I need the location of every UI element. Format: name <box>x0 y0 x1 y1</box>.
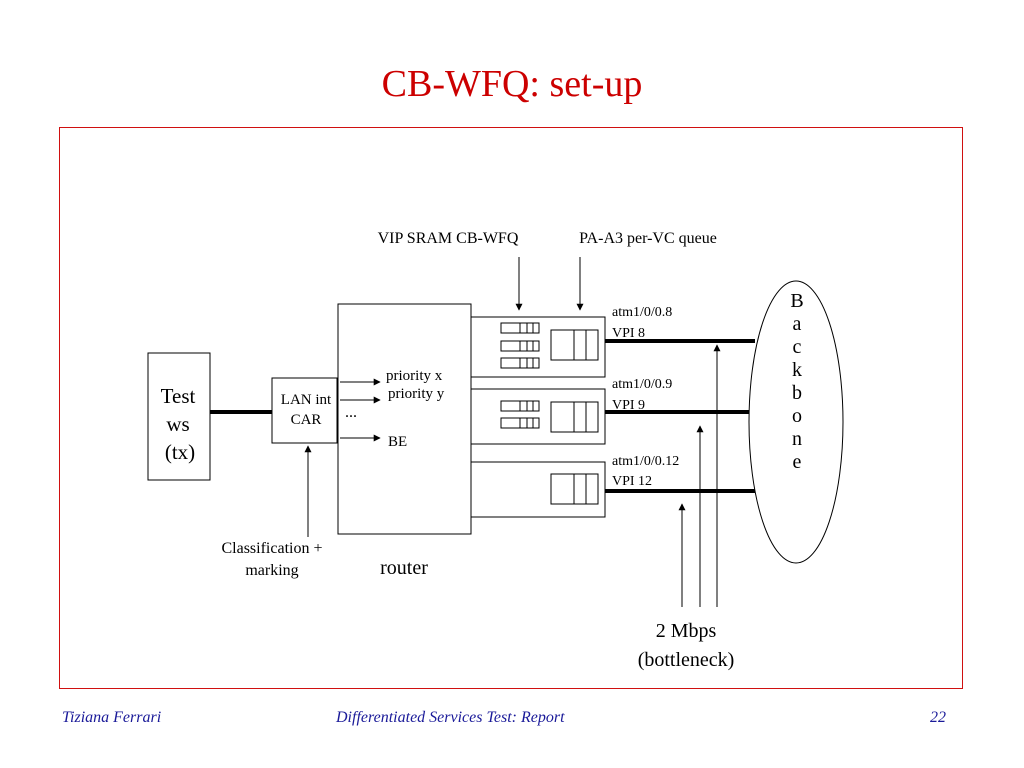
slide-title: CB-WFQ: set-up <box>381 63 643 105</box>
be-label: BE <box>388 434 407 450</box>
footer-report-title: Differentiated Services Test: Report <box>336 709 565 726</box>
footer-author: Tiziana Ferrari <box>62 709 162 726</box>
backbone-letter-6: o <box>792 405 802 427</box>
priority-y-label: priority y <box>388 386 445 402</box>
backbone-letter-5: b <box>792 382 802 404</box>
lan-car-label-line2: CAR <box>291 412 322 428</box>
backbone-cloud <box>748 280 844 564</box>
classification-label-line2: marking <box>245 562 298 579</box>
bottleneck-label-line1: 2 Mbps <box>656 620 717 642</box>
priority-x-label: priority x <box>386 368 443 384</box>
vc1-name: atm1/0/0.8 <box>612 305 672 320</box>
test-ws-label-line3: (tx) <box>165 440 195 464</box>
bottleneck-label-line2: (bottleneck) <box>638 649 735 671</box>
backbone-letter-1: B <box>790 290 803 312</box>
interface-box-3 <box>470 461 606 518</box>
vc2-name: atm1/0/0.9 <box>612 377 672 392</box>
backbone-letter-8: e <box>793 451 802 473</box>
lan-car-box <box>271 377 338 444</box>
router-label: router <box>380 557 428 579</box>
backbone-letter-4: k <box>792 359 802 381</box>
interface-box-1 <box>470 316 606 378</box>
vc1-vpi: VPI 8 <box>612 326 645 341</box>
test-ws-label-line1: Test <box>161 384 196 408</box>
interface-box-2 <box>470 388 606 445</box>
diagram-frame <box>59 127 963 689</box>
vip-sram-label: VIP SRAM CB-WFQ <box>378 230 519 247</box>
router-box <box>337 303 472 535</box>
vc3-vpi: VPI 12 <box>612 474 652 489</box>
router-ellipsis: ... <box>345 404 357 421</box>
lan-car-label-line1: LAN int <box>281 392 332 408</box>
pa-a3-label: PA-A3 per-VC queue <box>579 230 717 247</box>
backbone-letter-2: a <box>793 313 802 335</box>
vc2-vpi: VPI 9 <box>612 398 645 413</box>
test-ws-label-line2: ws <box>166 412 189 436</box>
footer-page-number: 22 <box>930 709 946 726</box>
backbone-letter-3: c <box>793 336 802 358</box>
test-ws-box <box>147 352 211 481</box>
backbone-letter-7: n <box>792 428 802 450</box>
vc3-name: atm1/0/0.12 <box>612 454 679 469</box>
classification-label-line1: Classification + <box>221 540 322 557</box>
